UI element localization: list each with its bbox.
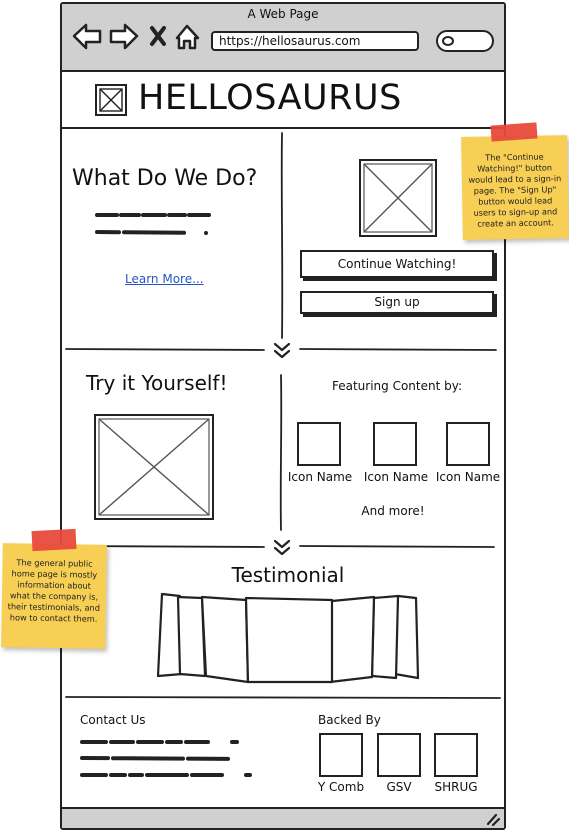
- partner-icon[interactable]: [297, 422, 341, 466]
- partner-icon[interactable]: [373, 422, 417, 466]
- contact-us-title: Contact Us: [80, 713, 146, 727]
- backed-by-title: Backed By: [318, 713, 381, 727]
- sign-up-button[interactable]: Sign up: [300, 291, 494, 314]
- hero-column-divider: [280, 132, 284, 339]
- window-title: A Web Page: [247, 7, 319, 21]
- annotation-note-text: The general public home page is mostly i…: [7, 557, 101, 624]
- image-placeholder-icon: [359, 159, 437, 237]
- annotation-note: The general public home page is mostly i…: [1, 543, 107, 649]
- section-divider-1: [65, 348, 265, 351]
- section-divider-1b: [299, 348, 497, 351]
- try-section-title: Try it Yourself!: [86, 371, 228, 395]
- continue-watching-button[interactable]: Continue Watching!: [300, 250, 494, 278]
- backer-label: Y Comb: [317, 780, 365, 794]
- tape-icon: [490, 122, 538, 142]
- annotation-note: The "Continue Watching!" button would le…: [461, 135, 569, 240]
- forward-arrow-icon[interactable]: [109, 23, 139, 50]
- backer-label: GSV: [386, 780, 412, 794]
- image-placeholder-icon: [95, 84, 127, 116]
- search-field[interactable]: [436, 30, 494, 52]
- featuring-label: Featuring Content by:: [331, 379, 463, 393]
- header-divider: [62, 127, 504, 129]
- backer-label: SHRUG: [434, 780, 478, 794]
- try-column-divider: [279, 374, 283, 531]
- section-divider-2b: [299, 545, 495, 548]
- partner-icon[interactable]: [446, 422, 490, 466]
- carousel-card-active: [244, 596, 334, 684]
- and-more-label: And more!: [361, 504, 425, 518]
- image-placeholder-icon: [94, 414, 214, 520]
- brand-title: HELLOSAURUS: [138, 78, 402, 118]
- testimonial-title: Testimonial: [231, 563, 345, 587]
- partner-icon-label: Icon Name: [435, 470, 501, 484]
- browser-status-bar: [62, 807, 504, 828]
- close-icon[interactable]: [150, 26, 166, 46]
- chevron-down-icon[interactable]: [273, 539, 291, 556]
- partner-icon-label: Icon Name: [363, 470, 429, 484]
- chevron-down-icon[interactable]: [273, 342, 291, 359]
- backer-logo[interactable]: [319, 733, 363, 777]
- search-icon: [442, 36, 454, 46]
- footer-divider: [65, 696, 501, 699]
- url-bar[interactable]: https://hellosaurus.com: [211, 31, 419, 51]
- partner-icon-label: Icon Name: [287, 470, 353, 484]
- annotation-note-text: The "Continue Watching!" button would le…: [468, 151, 562, 229]
- hero-title: What Do We Do?: [72, 166, 258, 191]
- backer-logo[interactable]: [377, 733, 421, 777]
- learn-more-link[interactable]: Learn More...: [125, 272, 204, 286]
- back-arrow-icon[interactable]: [72, 23, 102, 50]
- backer-logo[interactable]: [434, 733, 478, 777]
- tape-icon: [31, 528, 77, 552]
- home-icon[interactable]: [175, 24, 200, 50]
